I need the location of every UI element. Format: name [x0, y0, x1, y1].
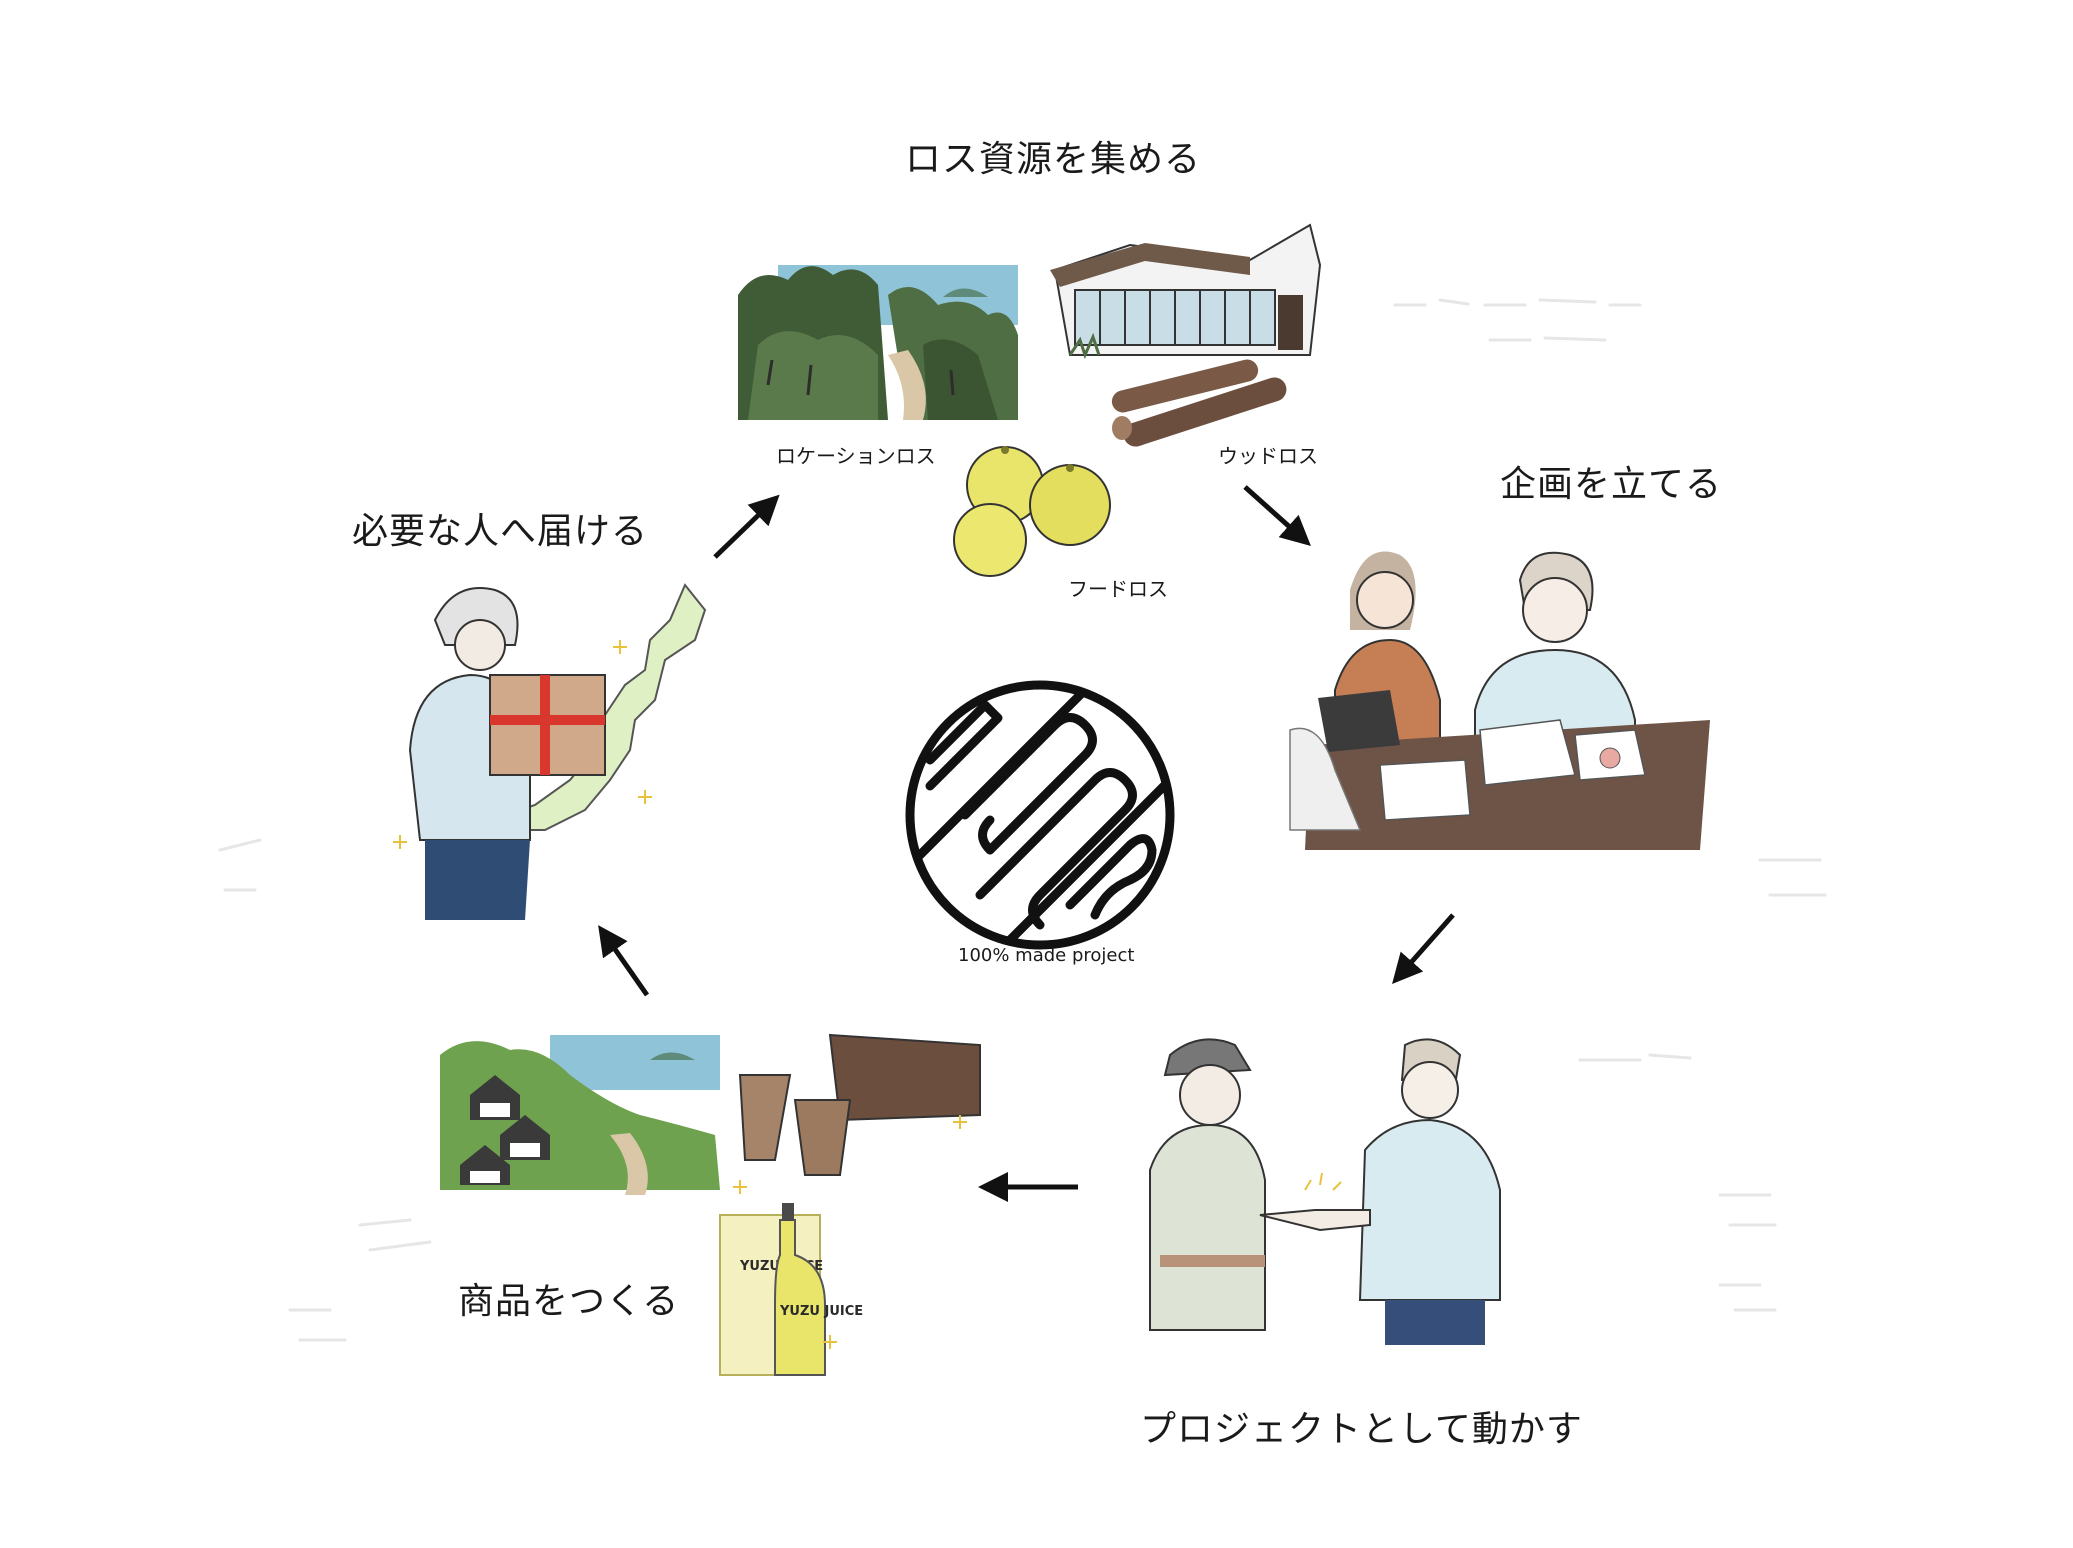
- bottle-label-text: YUZU JUICE: [779, 1304, 863, 1319]
- arrow-down-right-icon: [1243, 485, 1311, 547]
- step-title-product: 商品をつくる: [458, 1281, 680, 1322]
- label-wood-loss: ウッドロス: [1218, 444, 1318, 468]
- deliver-illustration: [393, 583, 707, 920]
- product-illustration: YUZU JUICE YUZU JUICE: [440, 1033, 981, 1376]
- arrow-up-left-icon: [598, 925, 650, 997]
- step-title-project: プロジェクトとして動かす: [1140, 1409, 1583, 1450]
- project-logo: [905, 680, 1175, 950]
- label-food-loss: フードロス: [1068, 577, 1168, 601]
- food-loss-illustration: [953, 446, 1111, 577]
- handshake-illustration: [1149, 1038, 1501, 1345]
- wood-loss-illustration: [1050, 223, 1322, 447]
- step-title-deliver: 必要な人へ届ける: [352, 511, 649, 552]
- location-loss-illustration: [738, 265, 1018, 420]
- step-title-plan: 企画を立てる: [1500, 464, 1723, 505]
- arrow-down-left-icon: [1392, 913, 1455, 984]
- step-title-collect: ロス資源を集める: [905, 139, 1202, 180]
- label-location-loss: ロケーションロス: [776, 444, 936, 468]
- planning-meeting-illustration: [1289, 551, 1710, 850]
- logo-caption: 100% made project: [958, 945, 1135, 966]
- arrow-up-right-icon: [713, 494, 780, 559]
